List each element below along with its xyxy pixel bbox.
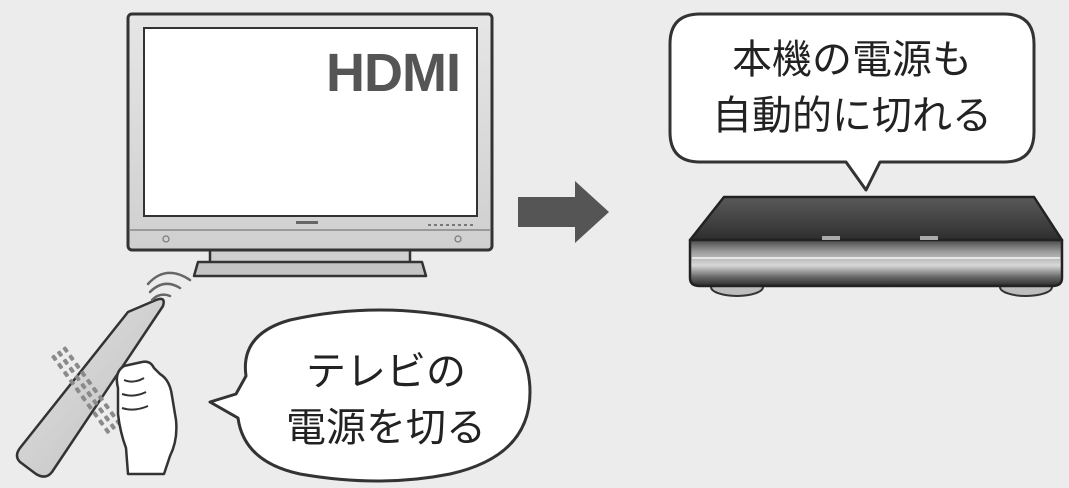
recorder-bubble-line1: 本機の電源も bbox=[732, 37, 972, 83]
remote-speech-bubble bbox=[208, 308, 532, 483]
remote-bubble-line1: テレビの bbox=[306, 349, 466, 395]
recorder-bubble-line2: 自動的に切れる bbox=[712, 93, 992, 139]
recorder-front bbox=[688, 238, 1064, 288]
hand-icon bbox=[115, 360, 178, 476]
right-arrow-icon bbox=[518, 181, 609, 243]
tv-icon bbox=[126, 12, 494, 278]
recorder-speech-bubble bbox=[668, 12, 1036, 192]
tv-stand bbox=[192, 246, 428, 278]
tv-screen bbox=[143, 27, 478, 217]
remote-control-icon bbox=[15, 297, 165, 478]
signal-waves-icon bbox=[146, 271, 192, 302]
recorder-top bbox=[688, 195, 1064, 242]
remote-bubble-line2: 電源を切る bbox=[286, 405, 486, 451]
recorder-icon bbox=[688, 195, 1064, 297]
hdmi-label: HDMI bbox=[326, 43, 461, 103]
